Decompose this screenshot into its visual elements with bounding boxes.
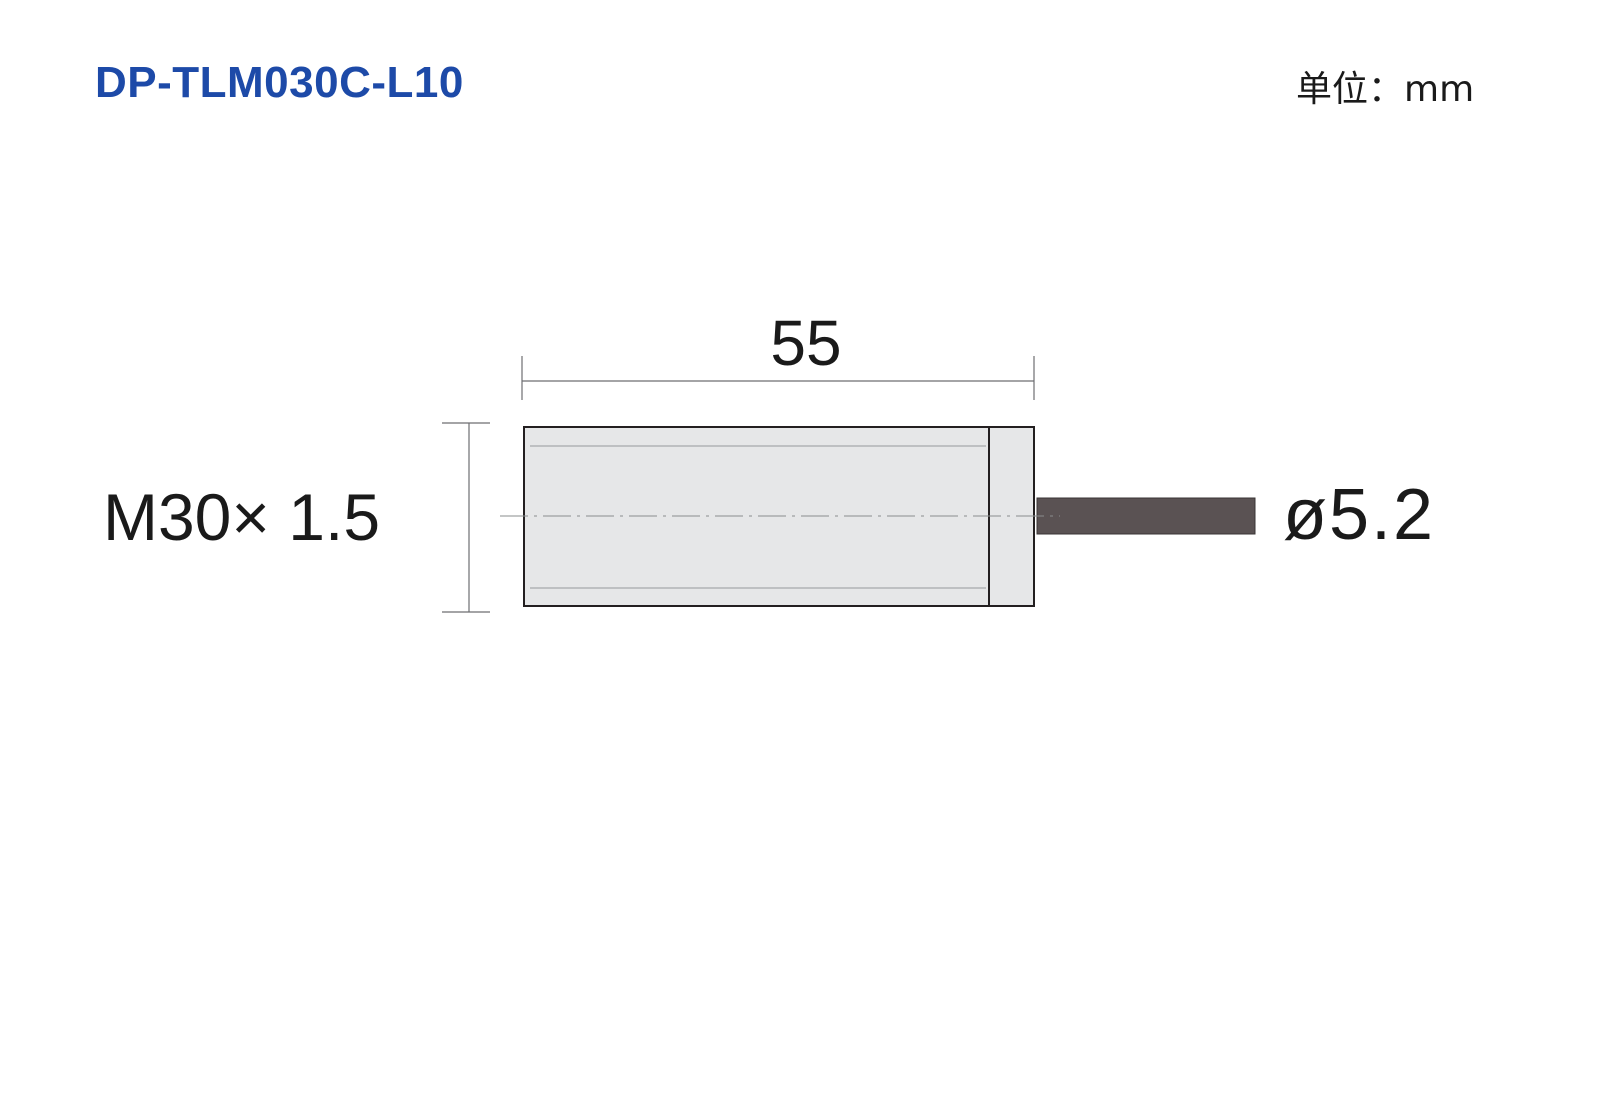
thread-value: M30× 1.5 — [103, 480, 380, 554]
length-value: 55 — [770, 307, 841, 379]
cable-diameter-value: ø5.2 — [1283, 475, 1435, 555]
thread-dimension: M30× 1.5 — [103, 422, 490, 613]
model-title: DP-TLM030C-L10 — [95, 58, 464, 107]
length-dimension: 55 — [521, 307, 1035, 400]
cable — [1036, 497, 1256, 535]
unit-label: 单位：mm — [1296, 69, 1475, 110]
